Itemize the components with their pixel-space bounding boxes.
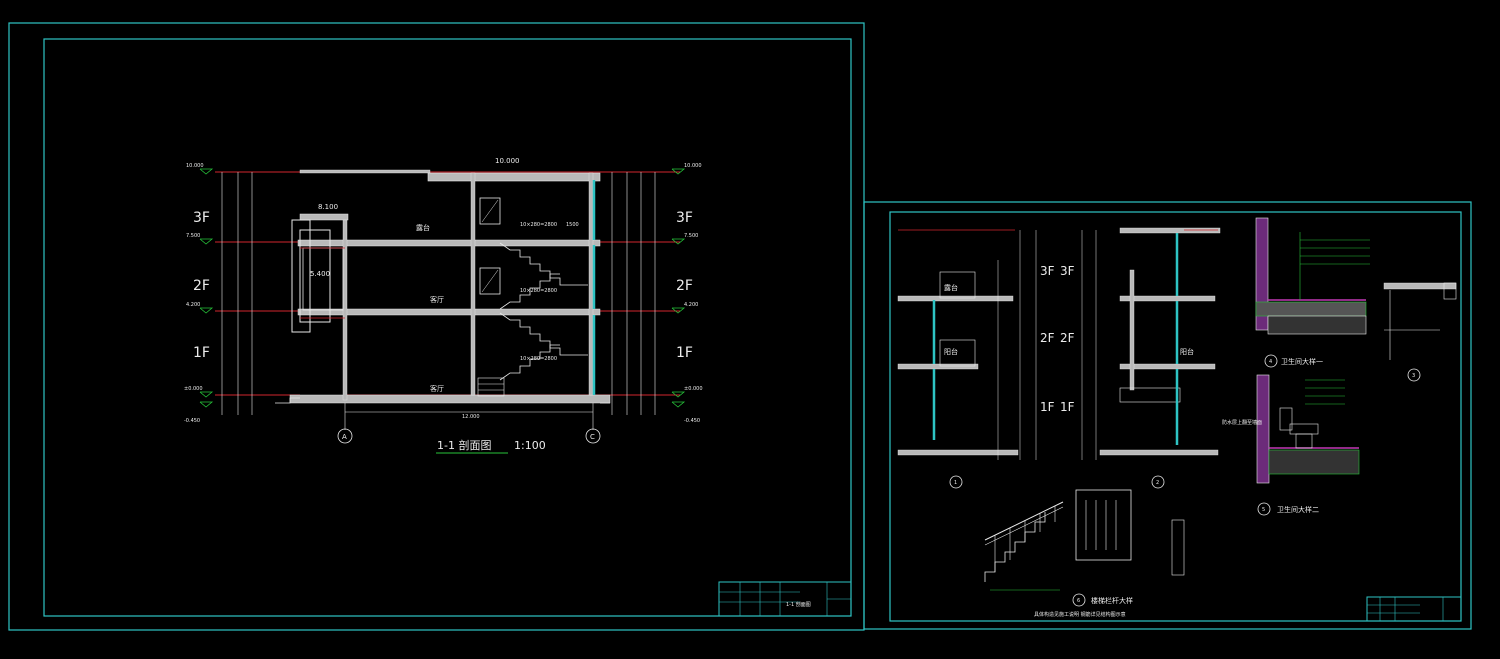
left-sheet: 1-1 剖面图 [8,22,865,631]
room-label-living-2f: 客厅 [430,295,444,304]
elev-left-7500: 7.500 [186,233,200,239]
detail-4: 4 卫生间大样一 [1255,217,1370,368]
elevation-marks-right: 10.000 7.500 4.200 ±0.000 -0.450 [671,163,703,424]
floor-label-1f-left: 1F [193,345,210,361]
stair-dim-1f: 10×280=2800 [520,356,557,362]
detail-2-bubble: 2 [1156,480,1159,486]
elevation-marks-left: 10.000 7.500 4.200 ±0.000 -0.450 [184,163,214,424]
detail-4-bubble: 4 [1269,359,1272,365]
window-elevation: 5.400 [310,270,330,278]
detail-6-note: 具体构造见施工说明 钢筋详见结构图示意 [1034,611,1126,618]
elev-right-4200: 4.200 [684,302,698,308]
detail-6-title: 楼梯栏杆大样 [1091,596,1133,605]
elev-right-7500: 7.500 [684,233,698,239]
detail-2-floor-3f: 3F [1060,264,1075,278]
detail-3-bubble: 3 [1412,373,1415,379]
detail-1: 露台 阳台 3F 2F 1F 1 [897,229,1055,489]
detail-5-title: 卫生间大样二 [1277,505,1319,514]
detail-2: 3F 2F 1F 阳台 2 [1060,227,1221,489]
floor-label-3f-left: 3F [193,210,210,226]
section-title: 1-1 剖面图 [437,438,491,452]
axis-label-a: A [342,433,347,441]
elev-left-4200: 4.200 [186,302,200,308]
right-sheet-inner-frame [889,211,1462,622]
detail-1-floor-3f: 3F [1040,264,1055,278]
detail-2-room-balcony: 阳台 [1180,347,1194,356]
floor-label-1f-right: 1F [676,345,693,361]
top-elevation-label: 10.000 [495,157,520,165]
detail-2-floor-2f: 2F [1060,331,1075,345]
detail-6-bubble: 6 [1077,598,1080,604]
detail-3: 3 [1383,282,1457,382]
right-titleblock [1366,596,1462,622]
room-label-terrace: 露台 [416,223,430,232]
floor-label-2f-right: 2F [676,278,693,294]
detail-4-title: 卫生间大样一 [1281,357,1323,366]
detail-5-wall-note: 防水层上翻至墙面 [1222,419,1262,426]
elev-right-0450: -0.450 [684,418,700,424]
axis-bubble-c [585,428,601,444]
stair-dim-3f: 10×280=2800 [520,222,557,228]
right-sheet: 露台 阳台 3F 2F 1F 1 3F 2F 1F 阳台 [863,201,1472,630]
detail-1-room-balcony: 阳台 [944,347,958,356]
dim-1500: 1500 [566,222,579,228]
detail-1-bubble: 1 [954,480,957,486]
left-titleblock: 1-1 剖面图 [718,581,852,617]
detail-1-floor-1f: 1F [1040,400,1055,414]
floor-label-2f-left: 2F [193,278,210,294]
left-sheet-outer-frame [8,22,865,631]
dimension-chains: 12.000 [221,172,656,430]
floor-label-3f-right: 3F [676,210,693,226]
detail-5: 防水层上翻至墙面 5 卫生间大样二 [1222,374,1360,516]
axis-bubble-a [337,428,353,444]
elev-left-10000: 10.000 [186,163,204,169]
section-scale: 1:100 [514,439,546,452]
elev-right-10000: 10.000 [684,163,702,169]
section-1-1: 8.100 5.400 10.000 露台 客厅 客厅 10×280=2800 … [184,157,703,454]
right-sheet-outer-frame [863,201,1472,630]
left-titleblock-name: 1-1 剖面图 [786,601,811,608]
parapet-elevation: 8.100 [318,203,338,211]
room-label-living-1f: 客厅 [430,384,444,393]
detail-5-bubble: 5 [1262,507,1265,513]
detail-2-floor-1f: 1F [1060,400,1075,414]
detail-1-floor-2f: 2F [1040,331,1055,345]
detail-1-room-terrace: 露台 [944,283,958,292]
detail-6: 6 楼梯栏杆大样 具体构造见施工说明 钢筋详见结构图示意 [984,489,1185,618]
elev-left-0450: -0.450 [184,418,200,424]
elev-right-0000: ±0.000 [684,386,703,392]
overall-dimension: 12.000 [462,414,480,420]
stair-dim-2f: 10×280=2800 [520,288,557,294]
left-sheet-inner-frame [43,38,852,617]
elev-left-0000: ±0.000 [184,386,203,392]
axis-label-c: C [590,433,595,441]
